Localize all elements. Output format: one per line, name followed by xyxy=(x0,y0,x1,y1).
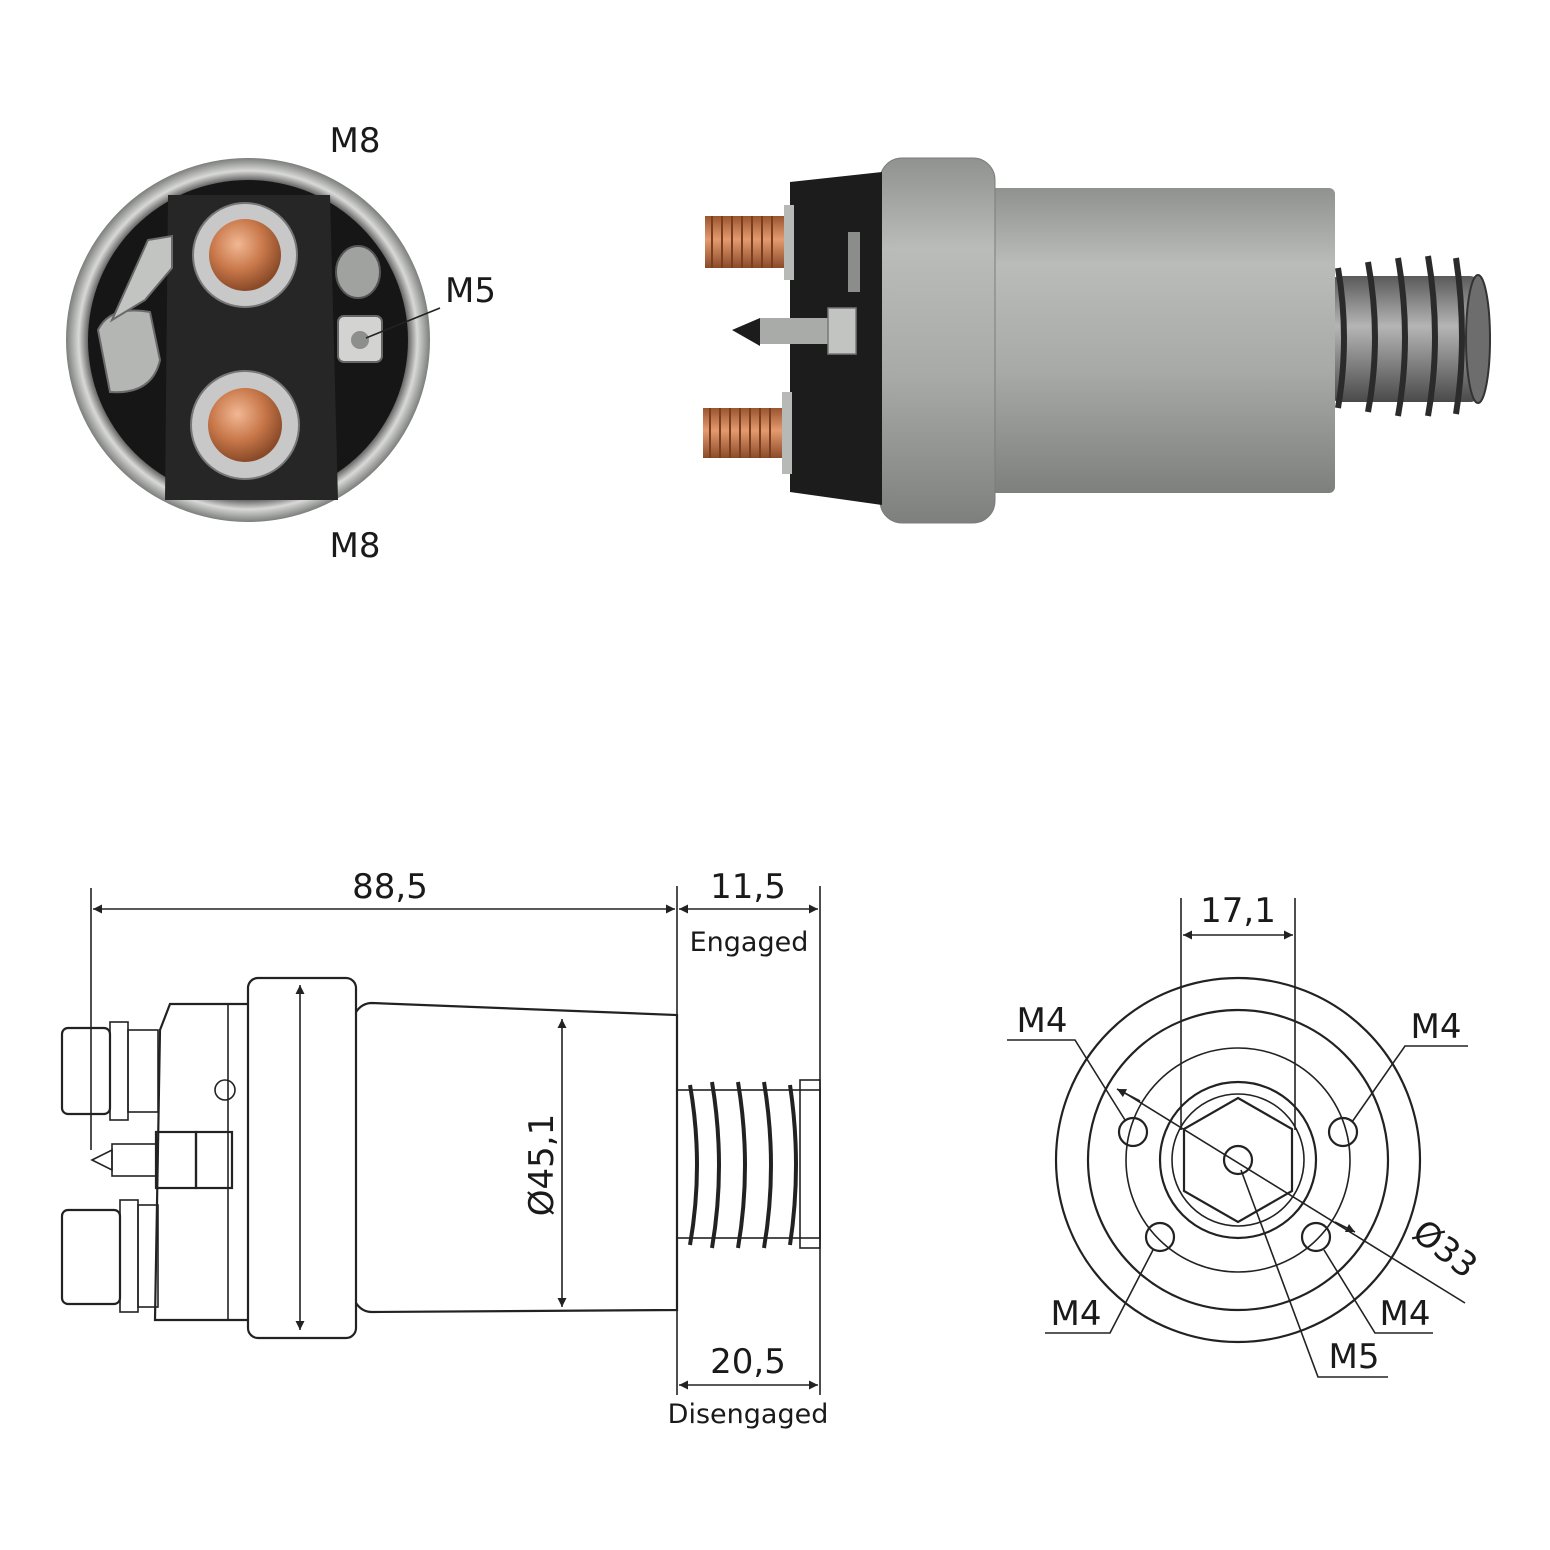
hub-inner-circle xyxy=(1171,1093,1305,1227)
plunger-cap-outline xyxy=(799,1079,821,1249)
hole-bottom-left xyxy=(1144,1221,1176,1253)
m5-tip-outline xyxy=(90,1148,113,1172)
cap-screw xyxy=(848,232,860,292)
top-m8-stud xyxy=(209,219,281,291)
bottom-stud-washer-outline xyxy=(119,1199,139,1313)
m5-stud xyxy=(351,331,369,349)
m5-nut2-outline xyxy=(194,1130,234,1190)
overall-length-value: 88,5 xyxy=(352,867,428,907)
m5-leader xyxy=(365,307,441,339)
m5-side-nut xyxy=(827,307,857,355)
center-m5-hole xyxy=(1222,1144,1254,1176)
connector-strap xyxy=(96,309,162,394)
leader-center xyxy=(1240,1169,1388,1378)
flange-outline xyxy=(246,976,358,1340)
engaged-stroke-value: 11,5 xyxy=(710,867,786,907)
drawing-end-view: 17,1 Ø33 M4 M4 M4 M4 M5 xyxy=(1007,891,1485,1378)
bottom-copper-stud xyxy=(703,408,791,458)
label-hole-top-left: M4 xyxy=(1017,1001,1068,1041)
photo-end-view: M8 M5 M8 xyxy=(66,121,496,566)
label-hole-bottom-left: M4 xyxy=(1051,1294,1102,1334)
connector-bracket xyxy=(109,234,173,323)
bottom-stud-nut xyxy=(60,1208,122,1306)
body-outline xyxy=(355,1001,679,1314)
bottom-stud-base xyxy=(137,1204,159,1308)
disengaged-stroke-value: 20,5 xyxy=(710,1342,786,1382)
m5-insulator-tip xyxy=(732,318,760,346)
cap-screw-outline xyxy=(214,1079,236,1101)
engaged-label: Engaged xyxy=(690,927,809,958)
label-center-thread: M5 xyxy=(1329,1337,1380,1377)
top-stud-base xyxy=(127,1029,159,1113)
outer-circle xyxy=(1054,976,1422,1344)
bolt-circle-arrow-left xyxy=(1116,1088,1141,1102)
m5-insulator xyxy=(335,245,381,299)
disengaged-label: Disengaged xyxy=(668,1399,829,1430)
leader-bottom-left xyxy=(1045,1249,1154,1334)
photo-bottom-m8-label: M8 xyxy=(330,526,381,566)
housing-flange xyxy=(879,157,996,524)
leader-top-right xyxy=(1351,1045,1468,1123)
hub-circle xyxy=(1158,1080,1318,1240)
leader-top-left xyxy=(1007,1039,1126,1121)
photo-top-m8-label: M8 xyxy=(330,121,381,161)
bolt-circle-value: Ø33 xyxy=(1405,1212,1485,1287)
label-hole-top-right: M4 xyxy=(1411,1007,1462,1047)
photo-m5-label: M5 xyxy=(445,271,496,311)
bottom-stud-washer xyxy=(782,392,792,474)
spring-outline xyxy=(688,1081,798,1249)
top-stud-thread xyxy=(711,216,773,268)
flange-circle xyxy=(1086,1008,1390,1312)
bottom-m8-stud xyxy=(208,388,282,462)
hex-width-value: 17,1 xyxy=(1200,891,1276,931)
body-diameter-value: Ø45,1 xyxy=(522,1114,562,1216)
top-copper-stud xyxy=(705,216,793,268)
hole-top-right xyxy=(1327,1116,1359,1148)
housing-body xyxy=(985,188,1335,493)
bottom-stud-thread xyxy=(709,408,771,458)
hole-top-left xyxy=(1117,1116,1149,1148)
bolt-circle-diameter-line xyxy=(1119,1089,1466,1304)
m5-nut-outline xyxy=(154,1130,198,1190)
plunger-end xyxy=(1465,274,1491,404)
top-stud-washer xyxy=(784,205,794,280)
hex-nut-outline xyxy=(1182,1096,1294,1224)
label-hole-bottom-right: M4 xyxy=(1380,1294,1431,1334)
cap-outline xyxy=(153,1002,248,1322)
drawing-side-view: 88,5 11,5 Engaged 20,5 Disengaged Ø45,1 xyxy=(60,867,829,1430)
hole-bottom-right xyxy=(1300,1221,1332,1253)
bolt-circle xyxy=(1125,1047,1351,1273)
m5-side-stud xyxy=(760,318,835,344)
return-spring xyxy=(1335,255,1465,417)
bolt-circle-arrow-right xyxy=(1334,1221,1356,1233)
m5-thread-outline xyxy=(111,1143,157,1177)
top-stud-washer-outline xyxy=(109,1021,129,1121)
leader-bottom-right xyxy=(1323,1249,1433,1334)
photo-side-view xyxy=(703,157,1491,524)
top-stud-nut xyxy=(60,1026,112,1116)
